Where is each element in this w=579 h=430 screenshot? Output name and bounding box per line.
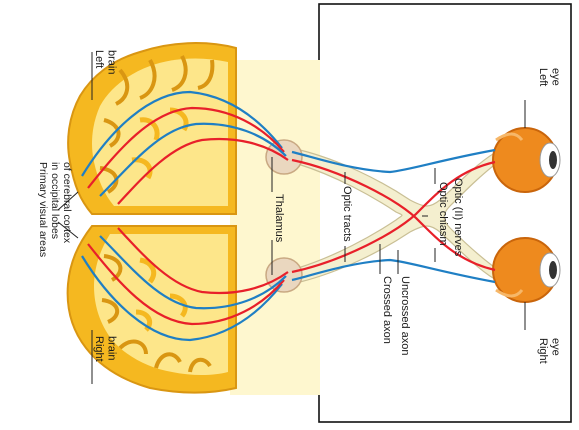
optic-nerves-label: Optic (II) nerves [452,178,464,257]
thalamus-label: Thalamus [273,194,285,243]
left-eye-label: Lefteye [537,68,562,86]
left-eye [493,128,560,192]
crossed-axon-label: Crossed axon [381,276,393,344]
right-eye-label: Righteye [537,338,562,364]
right-brain-label: Rightbrain [93,336,118,362]
uncrossed-axon-label: Uncrossed axon [399,276,411,356]
optic-chiasm-label: Optic chiasm [437,182,449,246]
optic-tracts-label: Optic tracts [341,186,353,242]
primary-visual-areas-label: Primary visual areasin occipital lobesof… [37,162,73,257]
left-brain-hemisphere [68,43,236,214]
right-eye [493,238,560,302]
